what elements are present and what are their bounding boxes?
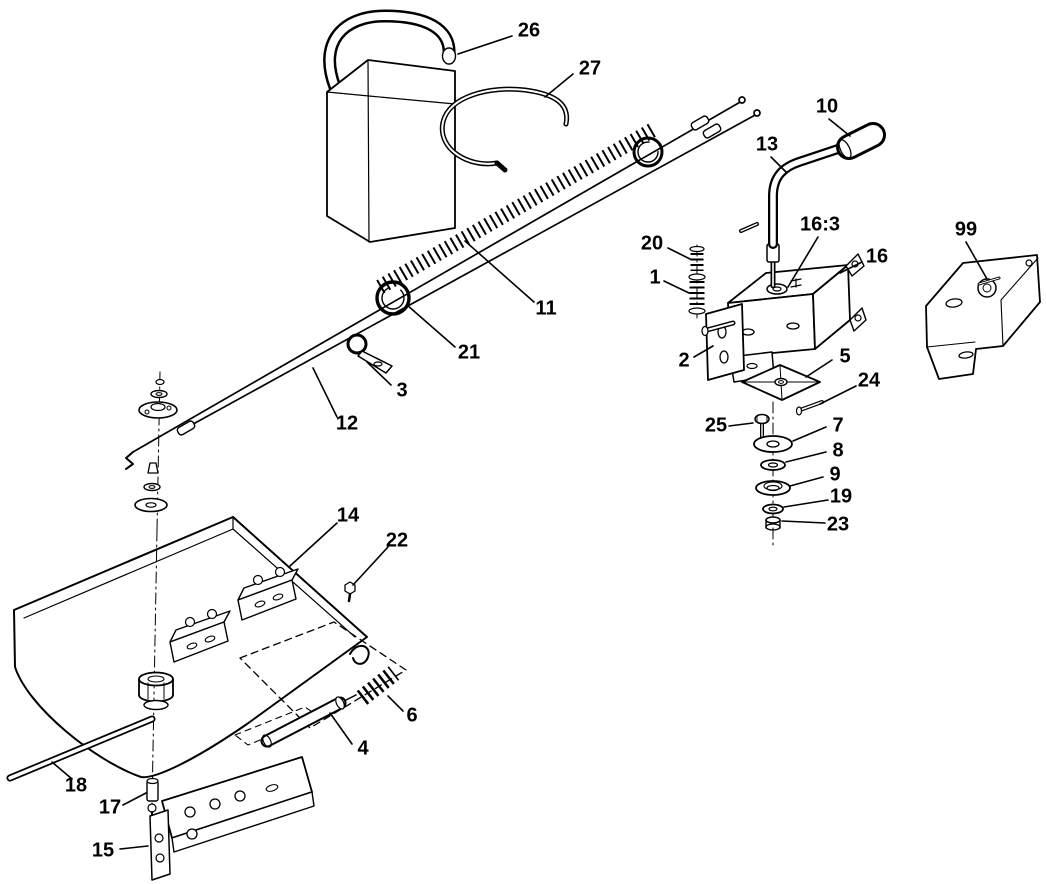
callout-24: 24 xyxy=(857,369,881,392)
rod-18 xyxy=(6,715,156,782)
control-lever xyxy=(739,143,846,289)
spring-hook xyxy=(349,644,370,665)
washer-8 xyxy=(760,459,786,471)
cable-seat-stack-lower xyxy=(134,462,168,513)
spring-1 xyxy=(688,273,706,315)
hinge-nut xyxy=(138,671,174,711)
callout-6: 6 xyxy=(406,704,418,727)
rod-4 xyxy=(260,694,357,748)
washer-19 xyxy=(762,503,784,515)
leader-lines xyxy=(51,35,988,850)
nut-23 xyxy=(765,516,781,531)
mount-plate xyxy=(741,364,821,401)
callout-27: 27 xyxy=(578,57,602,80)
callout-14: 14 xyxy=(336,504,360,527)
callout-99: 99 xyxy=(954,218,978,241)
callout-5: 5 xyxy=(839,345,851,368)
callout-11: 11 xyxy=(535,297,557,320)
cotter-pin xyxy=(795,400,824,416)
pivot-bracket xyxy=(701,303,745,381)
callout-22: 22 xyxy=(385,529,409,552)
callout-13: 13 xyxy=(755,133,779,156)
callout-20: 20 xyxy=(640,232,664,255)
latch-bracket xyxy=(149,756,315,881)
callout-19: 19 xyxy=(829,485,853,508)
callout-9: 9 xyxy=(829,463,841,486)
callout-10: 10 xyxy=(815,95,839,118)
callout-8: 8 xyxy=(832,439,844,462)
callout-25: 25 xyxy=(704,414,728,437)
callout-7: 7 xyxy=(832,414,844,437)
callout-26: 26 xyxy=(517,19,541,42)
bail-wire xyxy=(439,86,570,173)
callout-17: 17 xyxy=(98,796,122,819)
callout-16: 16 xyxy=(865,245,889,268)
centerline-left-lower xyxy=(151,529,158,806)
callout-1: 1 xyxy=(649,266,661,289)
spring-6 xyxy=(356,666,400,705)
callout-18: 18 xyxy=(64,774,88,797)
cable-ring xyxy=(375,280,411,316)
cable-clamp xyxy=(346,333,393,374)
hinge-bracket-b xyxy=(237,566,299,621)
callout-2: 2 xyxy=(678,349,690,372)
spacer-17 xyxy=(146,777,159,819)
callout-15: 15 xyxy=(91,839,115,862)
pocket-outline xyxy=(239,621,407,729)
callout-12: 12 xyxy=(335,412,359,435)
grass-bag xyxy=(323,9,457,243)
washer-9 xyxy=(755,480,791,496)
cable-seat-stack-upper xyxy=(138,378,178,419)
lever-grip xyxy=(836,122,886,160)
washer-7 xyxy=(753,435,793,453)
long-spring xyxy=(376,121,660,294)
callout-3: 3 xyxy=(396,379,408,402)
callout-4: 4 xyxy=(357,737,369,760)
callout-16-3: 16:3 xyxy=(799,213,841,236)
callout-21: 21 xyxy=(457,341,481,364)
hinge-bracket-a xyxy=(169,608,231,663)
callout-23: 23 xyxy=(826,513,850,536)
alt-bracket xyxy=(925,254,1041,380)
cable-ring-small xyxy=(632,136,664,168)
spring-20 xyxy=(689,245,705,271)
